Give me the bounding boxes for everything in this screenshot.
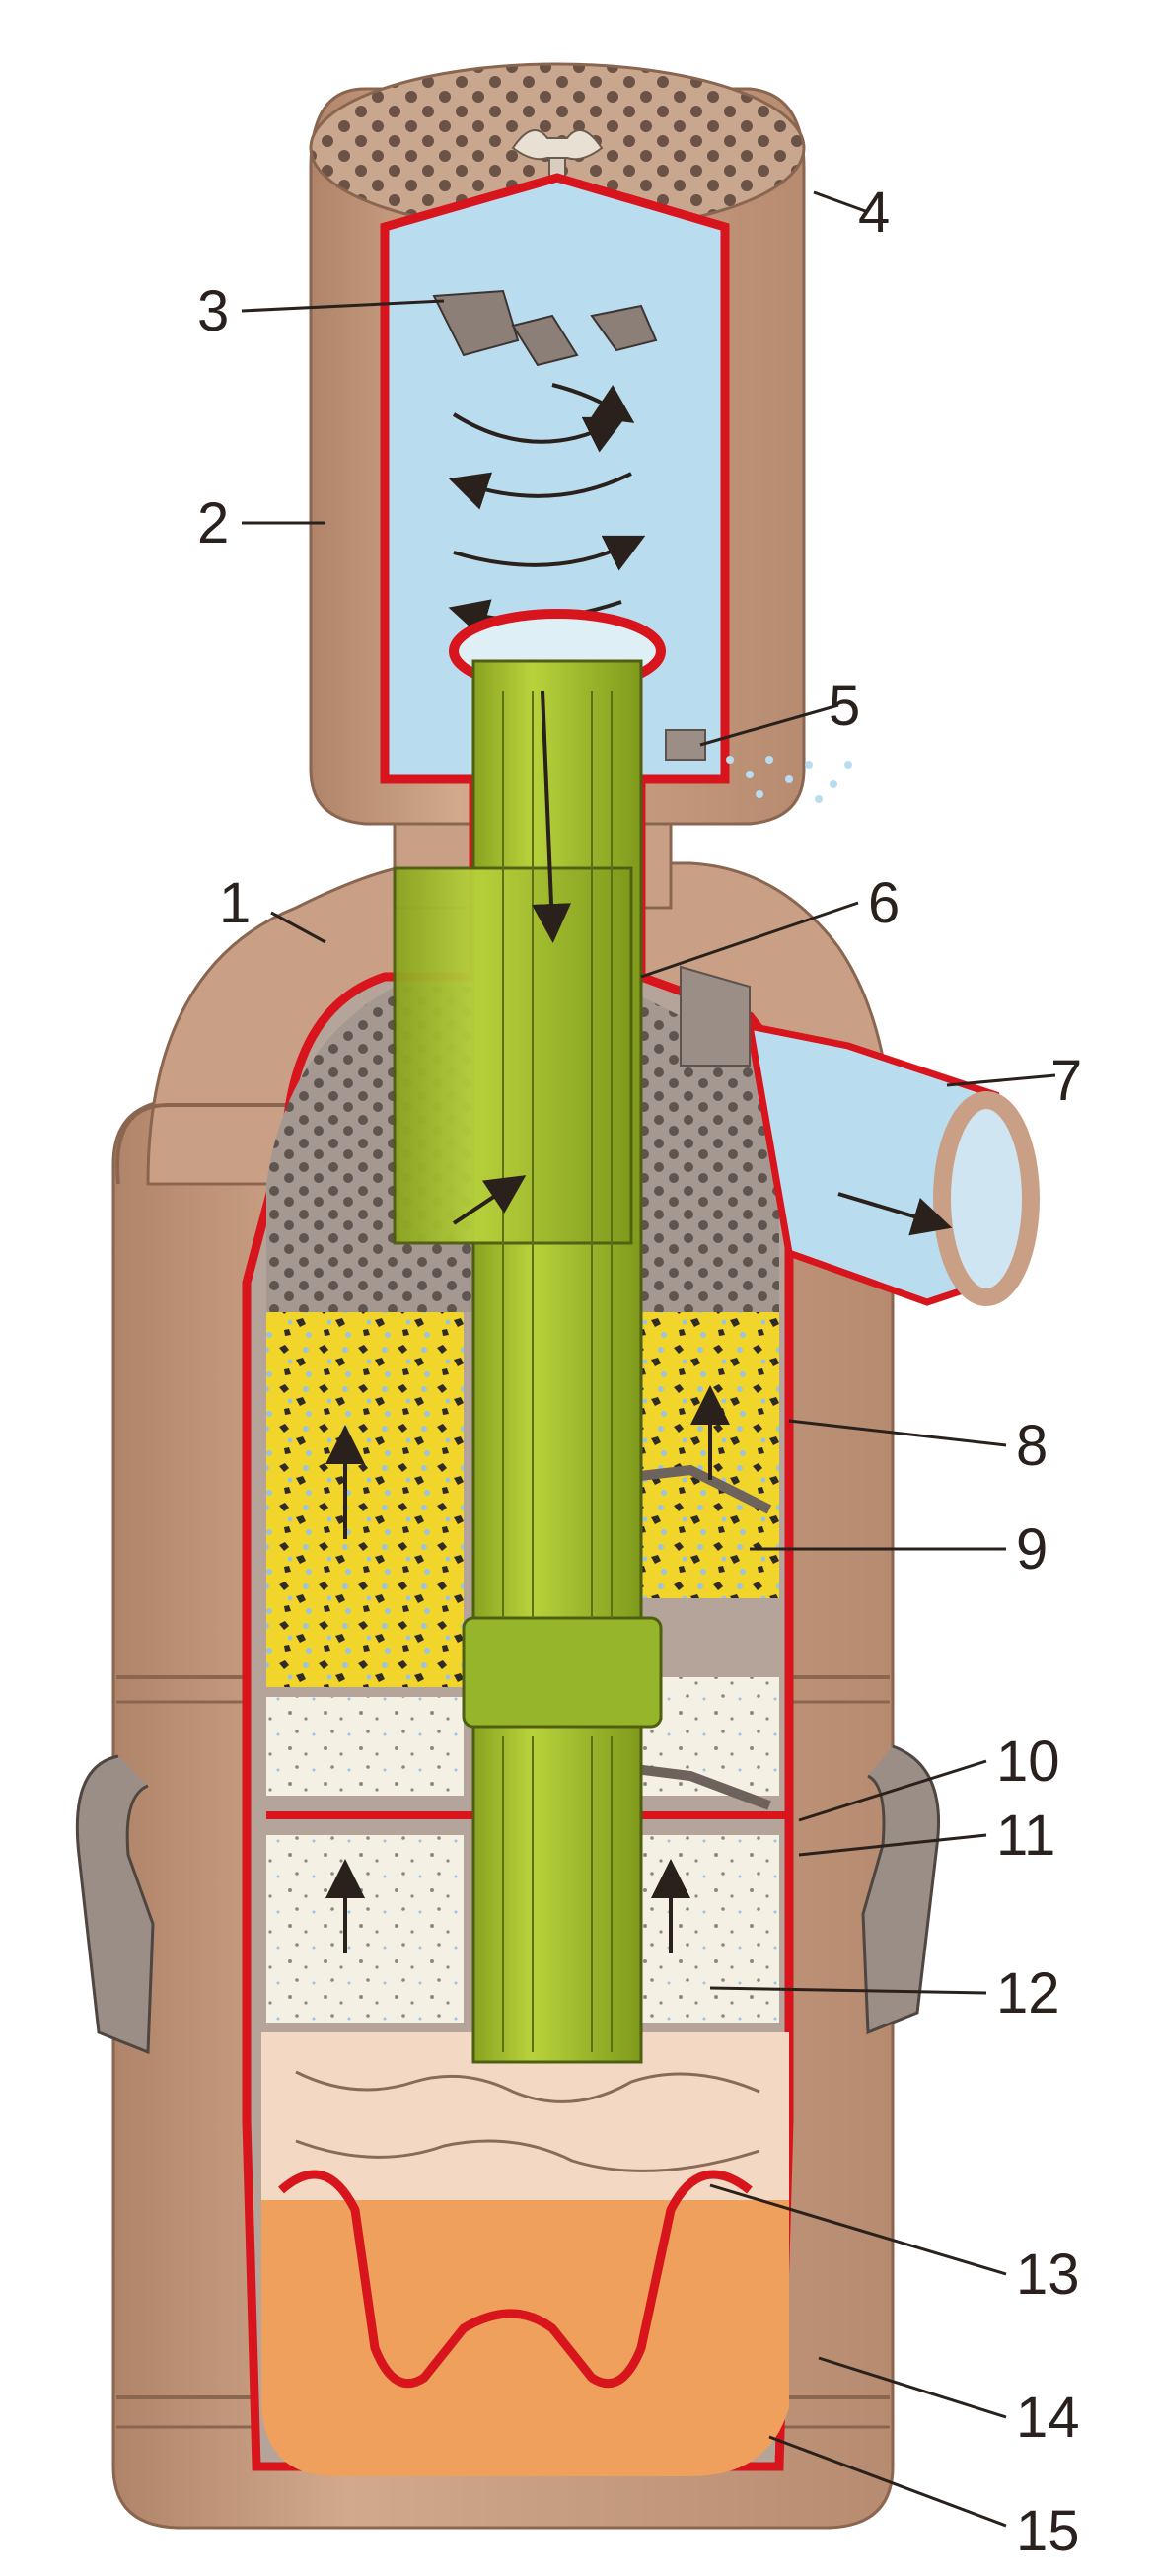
leader-3 (241, 299, 445, 313)
leader-11 (798, 1833, 987, 1857)
dust-ejector (665, 729, 852, 803)
leader-15 (768, 2435, 1007, 2528)
leader-1 (270, 911, 326, 944)
leader-5 (699, 703, 839, 747)
callout-8: 8 (1016, 1414, 1048, 1478)
callout-5: 5 (829, 674, 860, 738)
callout-2: 2 (197, 491, 229, 555)
central-intake-tube (325, 659, 730, 2064)
callout-10: 10 (996, 1730, 1060, 1794)
callout-14: 14 (1016, 2386, 1080, 2450)
callout-15: 15 (1016, 2499, 1080, 2563)
callout-4: 4 (858, 181, 890, 245)
callout-12: 12 (996, 1961, 1060, 2025)
callout-7: 7 (1050, 1049, 1082, 1113)
leader-10 (798, 1759, 987, 1822)
callout-6: 6 (868, 871, 900, 935)
leader-12 (709, 1986, 987, 1995)
outlet-pipe (680, 965, 1040, 1306)
callout-11: 11 (996, 1803, 1055, 1868)
leader-7 (946, 1073, 1056, 1087)
leader-6 (640, 901, 859, 979)
leader-8 (788, 1419, 1007, 1447)
callout-9: 9 (1016, 1517, 1048, 1582)
leader-4 (813, 190, 869, 214)
leader-14 (818, 2356, 1007, 2419)
callout-1: 1 (219, 871, 251, 935)
callout-3: 3 (197, 279, 229, 343)
callout-13: 13 (1016, 2243, 1080, 2307)
leader-13 (709, 2183, 1007, 2276)
callout-leaders (241, 190, 1056, 2528)
callout-labels: 1 2 3 4 5 6 7 8 9 10 11 12 13 14 15 (197, 181, 1082, 2563)
